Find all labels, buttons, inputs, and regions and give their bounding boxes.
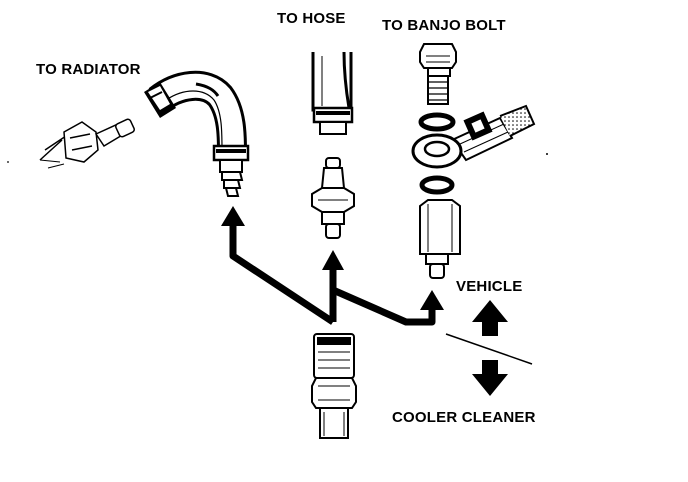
crush-washer-upper xyxy=(418,112,456,132)
arrow-down-icon xyxy=(472,360,508,396)
crush-washer-lower xyxy=(419,175,455,195)
radiator-hose xyxy=(144,70,250,197)
direction-indicator xyxy=(445,300,533,396)
banjo-fitting xyxy=(411,104,536,169)
banjo-adapter xyxy=(419,199,461,279)
label-to-hose: TO HOSE xyxy=(277,10,346,27)
label-vehicle: VEHICLE xyxy=(456,278,523,295)
label-cooler-cleaner: COOLER CLEANER xyxy=(392,409,536,426)
banjo-bolt xyxy=(419,43,457,105)
speck xyxy=(546,153,548,155)
center-adapter xyxy=(311,157,355,239)
flow-arrows xyxy=(221,206,444,326)
radiator-fitting xyxy=(7,118,135,169)
label-to-banjo-bolt: TO BANJO BOLT xyxy=(382,17,506,34)
arrow-up-icon xyxy=(472,300,508,336)
label-to-radiator: TO RADIATOR xyxy=(36,61,141,78)
center-hose xyxy=(311,51,354,135)
cooler-cleaner-coupler xyxy=(311,333,357,439)
